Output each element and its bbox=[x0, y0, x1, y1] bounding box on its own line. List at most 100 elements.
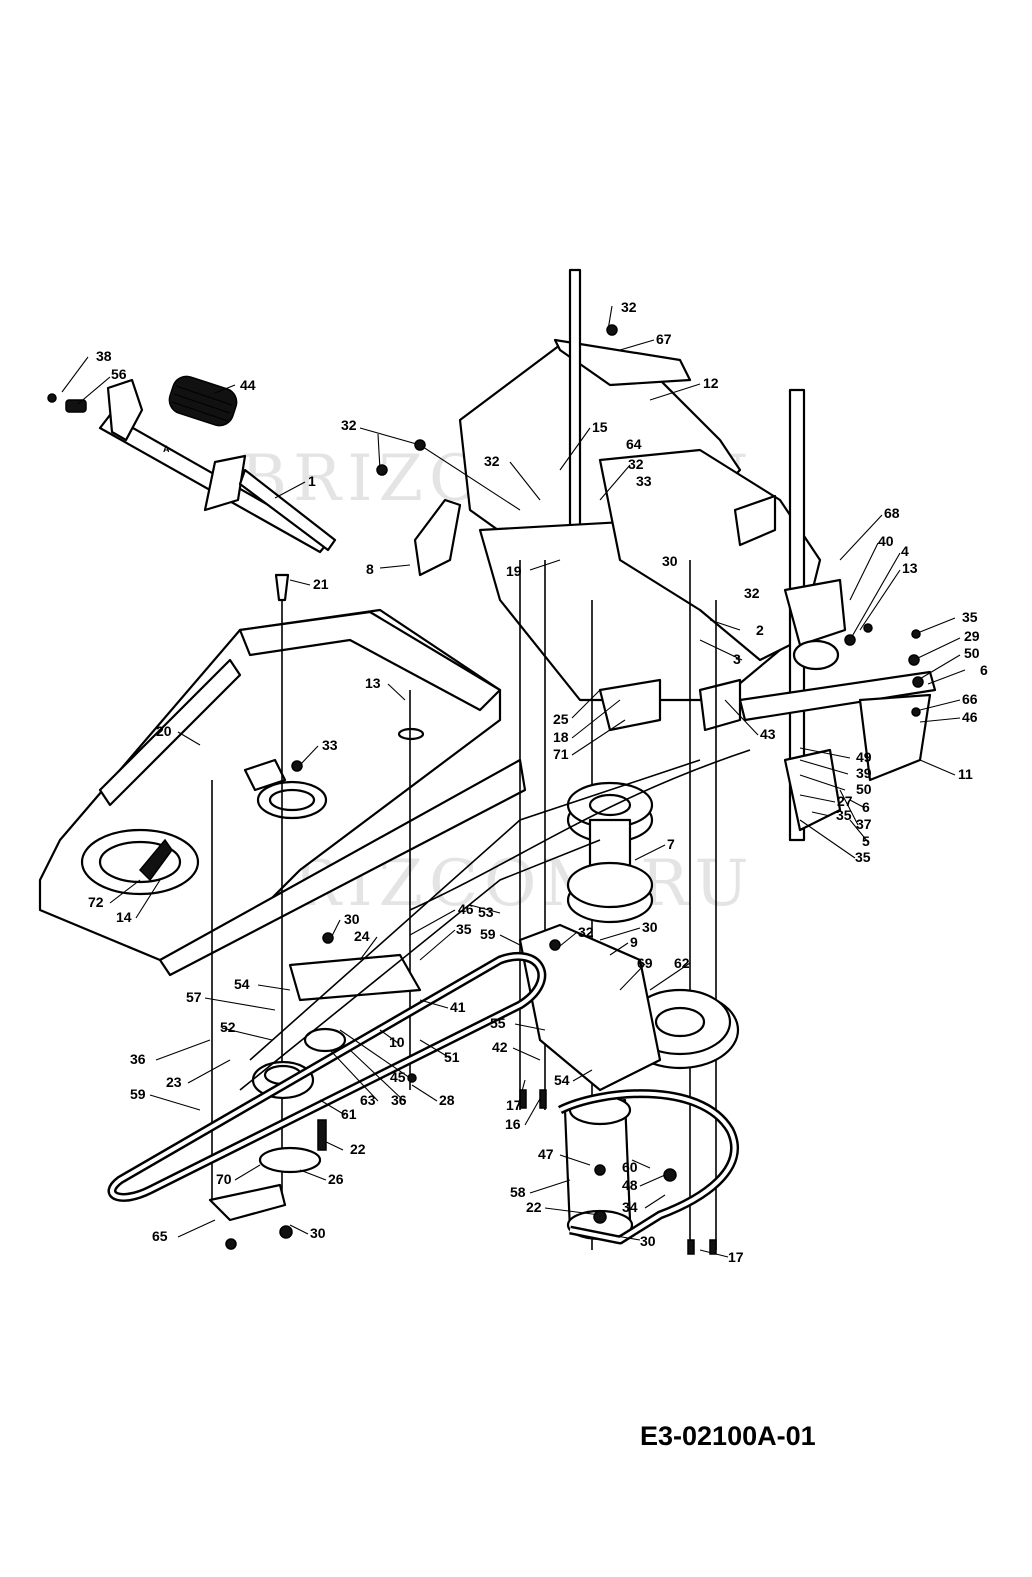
part-label: 11 bbox=[958, 766, 973, 782]
part-label: 35 bbox=[962, 609, 978, 625]
part-label: 39 bbox=[856, 765, 872, 781]
part-label: 37 bbox=[856, 816, 872, 832]
part-label: 17 bbox=[506, 1097, 522, 1113]
part-label: 9 bbox=[630, 934, 638, 950]
part-label: 30 bbox=[662, 553, 678, 569]
part-label: 35 bbox=[855, 849, 871, 865]
part-label: 32 bbox=[621, 299, 637, 315]
part-label: 44 bbox=[240, 377, 256, 393]
belts bbox=[107, 759, 740, 1245]
part-label: 30 bbox=[344, 911, 360, 927]
fasteners bbox=[225, 324, 924, 1255]
part-label: 5 bbox=[862, 833, 870, 849]
part-label: 20 bbox=[156, 723, 172, 739]
part-label: 52 bbox=[220, 1019, 236, 1035]
part-label: 68 bbox=[884, 505, 900, 521]
part-label: 62 bbox=[674, 955, 690, 971]
part-label: 32 bbox=[744, 585, 760, 601]
part-label: 66 bbox=[962, 691, 978, 707]
leader-lines bbox=[61, 305, 966, 1258]
part-label: 47 bbox=[538, 1146, 554, 1162]
part-label: 22 bbox=[350, 1141, 366, 1157]
part-label: 6 bbox=[980, 662, 988, 678]
part-label: 65 bbox=[152, 1228, 168, 1244]
part-label: 22 bbox=[526, 1199, 542, 1215]
part-label: 35 bbox=[836, 807, 852, 823]
part-label: 2 bbox=[756, 622, 764, 638]
part-label: 35 bbox=[456, 921, 472, 937]
part-label: 26 bbox=[328, 1171, 344, 1187]
part-label: 21 bbox=[313, 576, 329, 592]
part-label: 8 bbox=[366, 561, 374, 577]
mower-deck bbox=[38, 608, 527, 977]
part-label: 48 bbox=[622, 1177, 638, 1193]
part-label: 41 bbox=[450, 999, 466, 1015]
part-label: 36 bbox=[130, 1051, 146, 1067]
part-label: 49 bbox=[856, 749, 872, 765]
cable bbox=[409, 749, 751, 911]
part-label: 16 bbox=[505, 1116, 521, 1132]
part-label: A bbox=[163, 444, 170, 454]
part-label: 70 bbox=[216, 1171, 232, 1187]
part-label: 54 bbox=[234, 976, 250, 992]
part-label: 25 bbox=[553, 711, 569, 727]
part-label: 29 bbox=[964, 628, 980, 644]
part-label: 32 bbox=[341, 417, 357, 433]
part-label: 64 bbox=[626, 436, 642, 452]
part-label: 17 bbox=[728, 1249, 744, 1265]
part-label: 51 bbox=[444, 1049, 460, 1065]
part-label: 71 bbox=[553, 746, 569, 762]
part-label: 30 bbox=[642, 919, 658, 935]
part-label: 14 bbox=[116, 909, 132, 925]
part-label: 40 bbox=[878, 533, 894, 549]
part-label: 6 bbox=[862, 799, 870, 815]
part-label: 34 bbox=[622, 1199, 638, 1215]
part-label: 46 bbox=[962, 709, 978, 725]
part-label: 38 bbox=[96, 348, 112, 364]
part-label: 33 bbox=[322, 737, 338, 753]
part-label: 57 bbox=[186, 989, 202, 1005]
part-label: 30 bbox=[310, 1225, 326, 1241]
upper-frame bbox=[413, 268, 937, 842]
part-label: 54 bbox=[554, 1072, 570, 1088]
part-label: 1 bbox=[308, 473, 316, 489]
part-label: 61 bbox=[341, 1106, 357, 1122]
part-label: 27 bbox=[837, 793, 853, 809]
part-number-labels: 38 56 44 A 1 32 32 67 12 15 64 32 32 33 … bbox=[88, 299, 988, 1265]
part-label: 59 bbox=[130, 1086, 146, 1102]
part-label: 7 bbox=[667, 836, 675, 852]
part-label: 24 bbox=[354, 928, 370, 944]
part-label: 13 bbox=[902, 560, 918, 576]
part-label: 67 bbox=[656, 331, 672, 347]
part-label: 36 bbox=[391, 1092, 407, 1108]
part-label: 46 bbox=[458, 901, 474, 917]
part-label: 3 bbox=[733, 651, 741, 667]
part-label: 50 bbox=[856, 781, 872, 797]
part-label: 63 bbox=[360, 1092, 376, 1108]
part-label: 55 bbox=[490, 1015, 506, 1031]
part-label: 19 bbox=[506, 563, 522, 579]
part-label: 59 bbox=[480, 926, 496, 942]
diagram-code: E3-02100A-01 bbox=[640, 1421, 816, 1451]
part-label: 50 bbox=[964, 645, 980, 661]
part-label: 43 bbox=[760, 726, 776, 742]
part-label: 23 bbox=[166, 1074, 182, 1090]
part-label: 12 bbox=[703, 375, 719, 391]
part-label: 32 bbox=[578, 924, 594, 940]
part-label: 4 bbox=[901, 543, 909, 559]
part-label: 18 bbox=[553, 729, 569, 745]
part-label: 32 bbox=[628, 456, 644, 472]
part-label: 45 bbox=[390, 1069, 406, 1085]
part-label: 56 bbox=[111, 366, 127, 382]
part-label: 32 bbox=[484, 453, 500, 469]
part-label: 58 bbox=[510, 1184, 526, 1200]
part-label: 69 bbox=[637, 955, 653, 971]
part-label: 72 bbox=[88, 894, 104, 910]
part-label: 33 bbox=[636, 473, 652, 489]
part-label: 53 bbox=[478, 904, 494, 920]
part-label: 42 bbox=[492, 1039, 508, 1055]
part-label: 60 bbox=[622, 1159, 638, 1175]
part-label: 30 bbox=[640, 1233, 656, 1249]
pedal-assembly bbox=[47, 375, 337, 554]
